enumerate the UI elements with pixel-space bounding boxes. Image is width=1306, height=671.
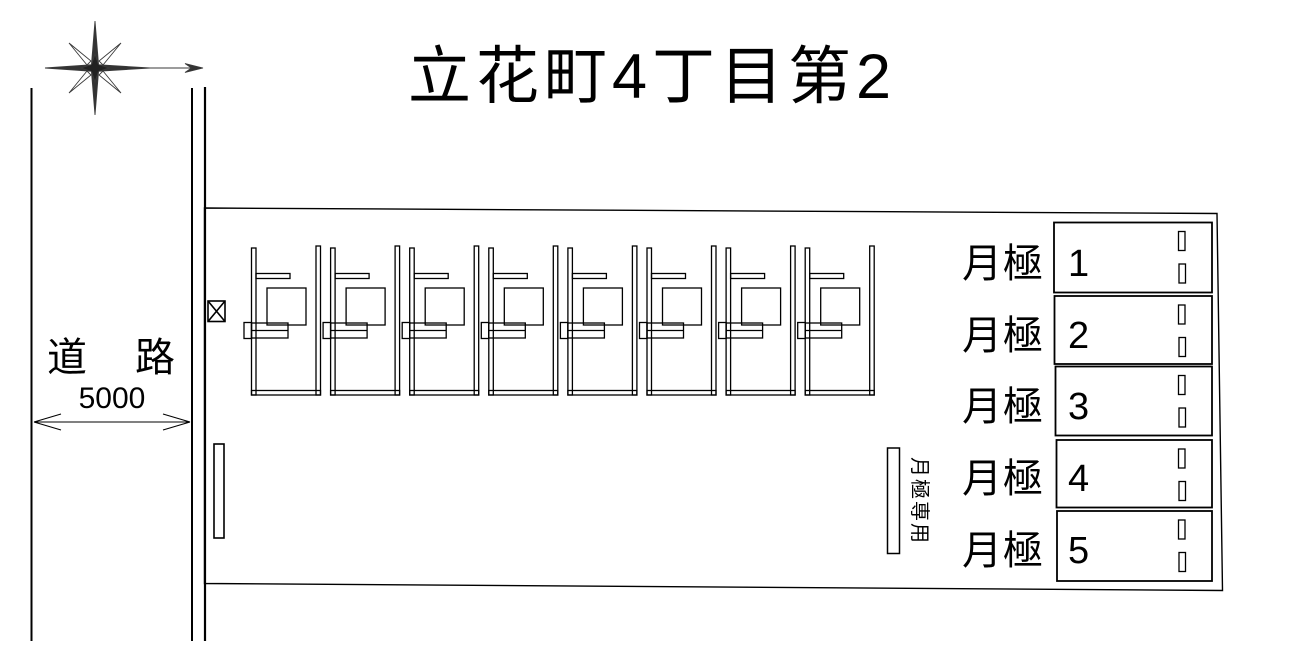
entrance-wall-rect bbox=[213, 443, 225, 539]
parking-stalls bbox=[1053, 221, 1213, 582]
stall-5-type-label: 月極 bbox=[962, 529, 1044, 573]
stall-4-number: 4 bbox=[1068, 458, 1090, 500]
plan-title: 立花町4丁目第2 bbox=[408, 42, 897, 112]
parking-signboard-text: 月極専用 bbox=[908, 457, 930, 545]
road-dimension-arrow bbox=[33, 413, 191, 431]
stall-2-number: 2 bbox=[1068, 315, 1090, 357]
unit-8 bbox=[797, 245, 875, 396]
building-units bbox=[243, 245, 875, 396]
compass-rose-icon bbox=[44, 20, 204, 116]
unit-7 bbox=[717, 245, 796, 396]
site-boundary bbox=[203, 207, 1224, 592]
road-label: 道 路 bbox=[47, 336, 179, 380]
compass-ne-spike bbox=[98, 42, 122, 66]
stall-1-type-label: 月極 bbox=[962, 242, 1044, 286]
road-width-dimension: 5000 bbox=[78, 382, 146, 415]
unit-1 bbox=[243, 245, 322, 396]
stall-3-type-label: 月極 bbox=[962, 385, 1044, 429]
unit-6 bbox=[638, 245, 717, 396]
stall-5-rect bbox=[1056, 510, 1213, 582]
stall-3-number: 3 bbox=[1068, 386, 1090, 428]
stall-2-type-label: 月極 bbox=[962, 314, 1044, 358]
stall-1-number: 1 bbox=[1068, 243, 1090, 285]
stall-3-rect bbox=[1054, 365, 1213, 437]
stall-2-rect bbox=[1053, 295, 1213, 365]
compass-sw-spike bbox=[68, 70, 92, 94]
parking-signboard-rect bbox=[886, 447, 901, 555]
compass-center-star bbox=[79, 52, 111, 84]
stall-wheel-stops bbox=[1177, 230, 1187, 573]
unit-2 bbox=[322, 245, 401, 396]
compass-nw-spike bbox=[68, 42, 92, 66]
stall-4-rect bbox=[1055, 439, 1213, 509]
stall-5-number: 5 bbox=[1068, 530, 1090, 572]
unit-3 bbox=[401, 245, 480, 396]
unit-5 bbox=[559, 245, 638, 396]
stall-1-rect bbox=[1053, 221, 1213, 294]
compass-se-spike bbox=[98, 70, 122, 94]
utility-box-x-marker bbox=[207, 300, 226, 323]
stall-4-type-label: 月極 bbox=[962, 457, 1044, 501]
unit-4 bbox=[480, 245, 559, 396]
compass-east-arrowhead bbox=[184, 63, 204, 73]
